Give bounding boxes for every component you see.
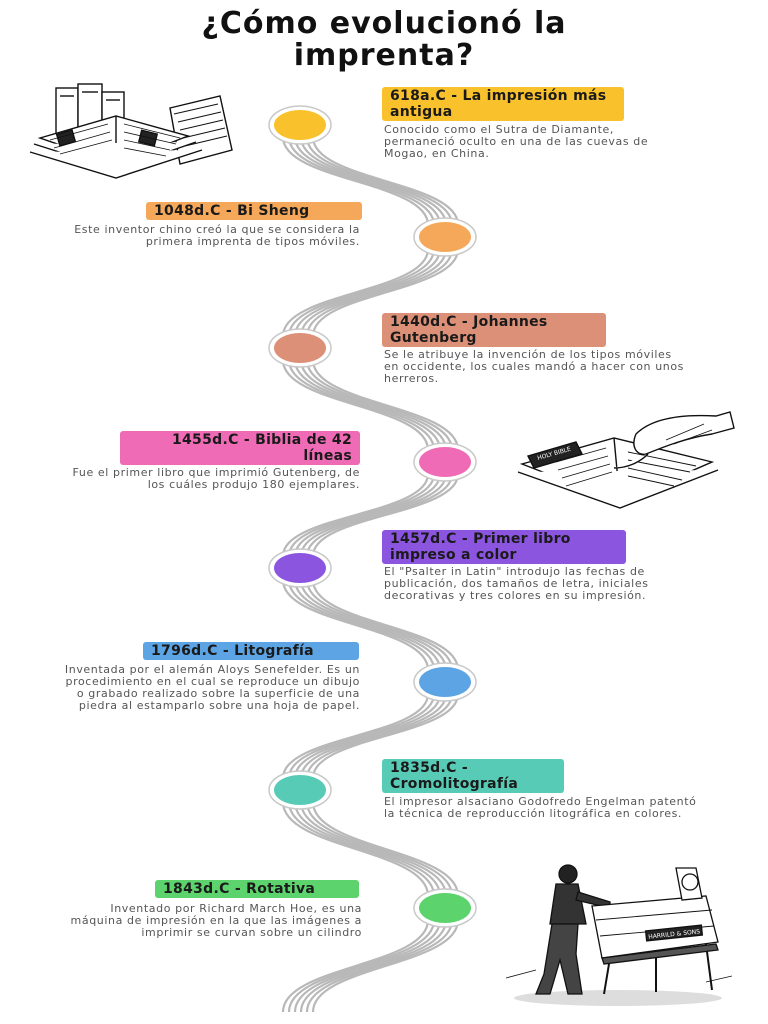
event-desc-1455dc: Fue el primer libro que imprimió Gutenbe…: [72, 466, 360, 491]
event-desc-1440dc: Se le atribuye la invención de los tipos…: [384, 348, 685, 385]
event-label-618ac: 618a.C - La impresión más antigua: [382, 87, 624, 121]
road-stripe: [281, 579, 430, 671]
milestone-dot-1440dc: [268, 328, 332, 368]
road-stripe: [293, 136, 442, 226]
road-stripe: [293, 919, 442, 1013]
event-label-1457dc: 1457d.C - Primer libro impreso a color: [382, 530, 626, 564]
road-stripe: [293, 473, 442, 557]
event-label-1455dc: 1455d.C - Biblia de 42 líneas: [120, 431, 360, 465]
road-stripe: [287, 473, 436, 557]
road-stripe: [305, 801, 454, 897]
road-stripe: [299, 801, 448, 897]
hand-book-illustration: HOLY BIBLE: [517, 411, 735, 509]
road-stripe: [299, 579, 448, 671]
road-stripe: [311, 473, 460, 557]
road-stripe: [311, 919, 460, 1013]
road-stripe: [287, 919, 436, 1013]
road-stripe: [281, 359, 430, 451]
books-illustration: [29, 83, 233, 179]
road-stripe: [281, 248, 430, 337]
road-stripe: [287, 136, 436, 226]
road-stripe: [311, 801, 460, 897]
road-stripe: [287, 801, 436, 897]
road-stripe: [299, 473, 448, 557]
milestone-dot-1457dc: [268, 548, 332, 588]
milestone-dot-1455dc: [413, 442, 477, 482]
road-stripe: [305, 693, 454, 779]
road-stripe: [293, 248, 442, 337]
event-desc-618ac: Conocido como el Sutra de Diamante, perm…: [384, 123, 649, 160]
road-stripe: [287, 248, 436, 337]
road-stripe: [311, 693, 460, 779]
road-stripe: [287, 693, 436, 779]
milestone-dot-1048dc: [413, 217, 477, 257]
title-line-1: ¿Cómo evolucionó la: [201, 6, 567, 41]
event-label-1843dc: 1843d.C - Rotativa: [155, 880, 359, 898]
road-stripe: [281, 693, 430, 779]
road-stripes: [281, 136, 460, 1013]
road-stripe: [293, 801, 442, 897]
road-stripe: [281, 136, 430, 226]
road-stripe: [305, 919, 454, 1013]
road-stripe: [305, 473, 454, 557]
event-desc-1457dc: El "Psalter in Latin" introdujo las fech…: [384, 565, 649, 602]
road-stripe: [311, 136, 460, 226]
milestone-dot-618ac: [268, 105, 332, 145]
road-stripe: [281, 801, 430, 897]
road-stripe: [311, 248, 460, 337]
road-stripe: [299, 248, 448, 337]
event-label-1048dc: 1048d.C - Bi Sheng: [146, 202, 362, 220]
road-stripe: [299, 919, 448, 1013]
milestone-dot-1843dc: [413, 888, 477, 928]
road-stripe: [293, 359, 442, 451]
road-stripe: [299, 359, 448, 451]
road-stripe: [281, 473, 430, 557]
road-stripe: [293, 693, 442, 779]
event-desc-1843dc: Inventado por Richard March Hoe, es una …: [70, 902, 362, 939]
event-label-1440dc: 1440d.C - Johannes Gutenberg: [382, 313, 606, 347]
road-stripe: [305, 136, 454, 226]
event-desc-1796dc: Inventada por el alemán Aloys Senefelder…: [64, 663, 360, 712]
road-stripe: [305, 248, 454, 337]
road-stripe: [299, 136, 448, 226]
road-stripe: [281, 919, 430, 1013]
event-label-1796dc: 1796d.C - Litografía: [143, 642, 359, 660]
road-stripe: [305, 579, 454, 671]
road-stripe: [311, 359, 460, 451]
event-label-1835dc: 1835d.C - Cromolitografía: [382, 759, 564, 793]
road-stripe: [305, 359, 454, 451]
page-title: ¿Cómo evolucionó la imprenta?: [0, 8, 768, 72]
road-stripe: [293, 579, 442, 671]
road-stripe: [287, 579, 436, 671]
milestone-dot-1796dc: [413, 662, 477, 702]
event-desc-1048dc: Este inventor chino creó la que se consi…: [74, 223, 360, 248]
road-stripe: [311, 579, 460, 671]
press-illustration: HARRILD & SONS: [506, 864, 732, 1006]
road-stripe: [299, 693, 448, 779]
milestone-dot-1835dc: [268, 770, 332, 810]
event-desc-1835dc: El impresor alsaciano Godofredo Engelman…: [384, 795, 697, 820]
road-stripe: [287, 359, 436, 451]
title-line-2: imprenta?: [293, 38, 475, 73]
